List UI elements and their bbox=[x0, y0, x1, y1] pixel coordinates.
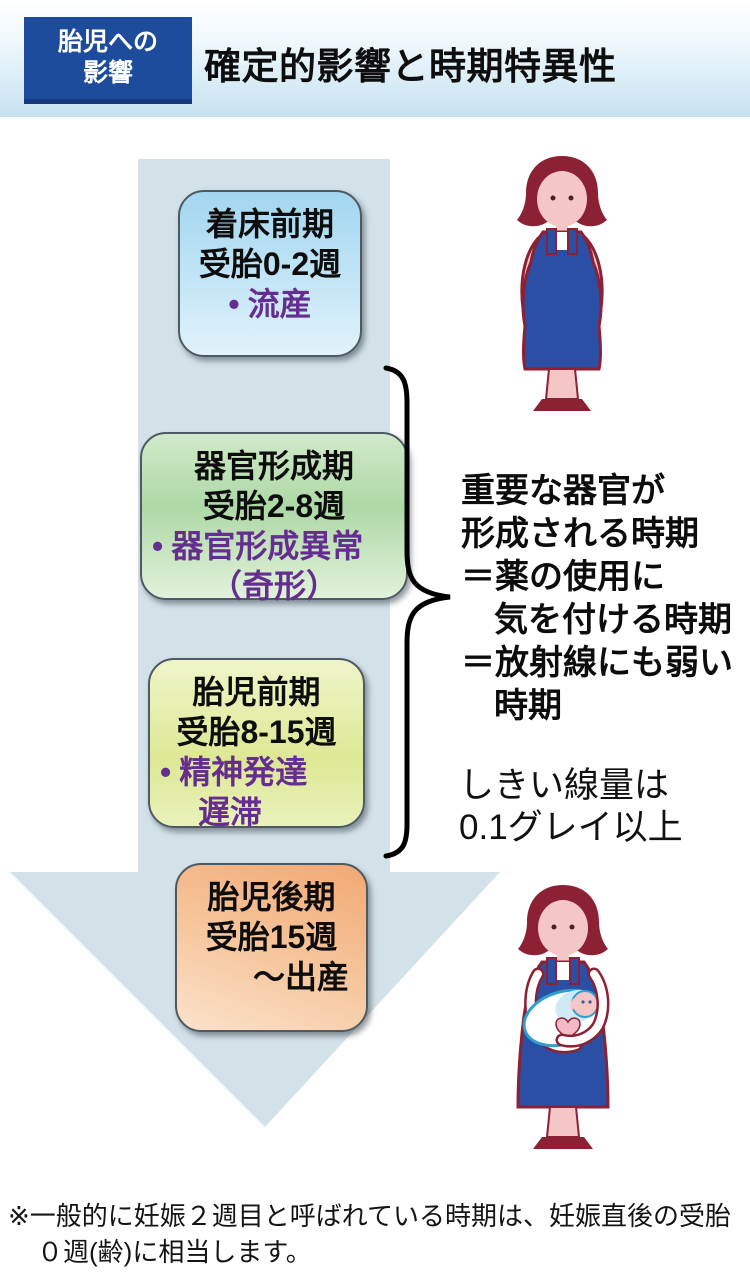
annotation-line: 時期 bbox=[494, 687, 562, 725]
baby-face bbox=[571, 990, 599, 1018]
page-title: 確定的影響と時期特異性 bbox=[204, 46, 617, 87]
fringe bbox=[540, 888, 586, 904]
threshold-dose-note: しきい線量は 0.1グレイ以上 bbox=[459, 766, 683, 847]
stage-effect-cont: （奇形） bbox=[209, 568, 338, 604]
eye bbox=[569, 924, 575, 930]
stage-name: 器官形成期 bbox=[193, 448, 354, 484]
eye bbox=[551, 924, 557, 930]
shoes bbox=[533, 399, 591, 411]
footnote-line1: ※一般的に妊娠２週目と呼ばれている時期は、妊娠直後の受胎 bbox=[8, 1201, 732, 1231]
strap bbox=[567, 228, 578, 255]
legs bbox=[545, 1106, 581, 1138]
stage-period-cont: ～出産 bbox=[253, 959, 350, 995]
annotation-line: ＝薬の使用に bbox=[461, 558, 665, 596]
baby-eye bbox=[581, 1000, 585, 1004]
stage-period: 受胎8-15週 bbox=[176, 714, 337, 750]
stage-period: 受胎2-8週 bbox=[202, 488, 346, 524]
strap bbox=[546, 957, 557, 985]
stage-name: 胎児前期 bbox=[192, 674, 321, 710]
strap bbox=[546, 228, 557, 255]
stage-box-organogenesis: 器官形成期 受胎2-8週 •器官形成異常 （奇形） bbox=[140, 432, 408, 604]
annotation-line: 重要な器官が bbox=[461, 472, 665, 510]
stage-effect: •精神発達 bbox=[160, 754, 308, 790]
baby-eye bbox=[588, 1000, 592, 1004]
annotation-block: 重要な器官が 形成される時期 ＝薬の使用に 気を付ける時期 ＝放射線にも弱い 時… bbox=[461, 470, 733, 728]
eye bbox=[550, 195, 556, 201]
header-category-line2: 影響 bbox=[82, 59, 133, 87]
dress bbox=[521, 230, 603, 371]
header-category-line1: 胎児への bbox=[57, 28, 158, 56]
annotation-line: ＝放射線にも弱い bbox=[461, 644, 733, 682]
stage-period: 受胎15週 bbox=[205, 919, 338, 955]
bullet-icon: • bbox=[228, 286, 240, 322]
stage-box-early-fetal: 胎児前期 受胎8-15週 •精神発達 遅滞 bbox=[148, 658, 365, 830]
eye bbox=[568, 195, 574, 201]
annotation-line: 気を付ける時期 bbox=[494, 601, 732, 639]
pregnant-woman-illustration bbox=[517, 156, 607, 411]
face bbox=[538, 900, 588, 956]
stage-period: 受胎0-2週 bbox=[198, 246, 342, 282]
footnote-line2: ０週(齢)に相当します。 bbox=[37, 1237, 312, 1267]
pregnant-woman bbox=[517, 156, 607, 411]
stage-name: 胎児後期 bbox=[207, 879, 336, 915]
baby-curl bbox=[570, 998, 576, 1011]
annotation-line: 形成される時期 bbox=[461, 515, 699, 553]
stage-effect-cont: 遅滞 bbox=[198, 794, 263, 830]
strap bbox=[569, 957, 580, 985]
legs bbox=[544, 368, 580, 400]
bullet-icon: • bbox=[152, 528, 164, 564]
mother-holding-baby-illustration bbox=[516, 885, 610, 1149]
stage-effect: •器官形成異常 bbox=[152, 528, 364, 564]
footnote: ※一般的に妊娠２週目と呼ばれている時期は、妊娠直後の受胎 ０週(齢)に相当します… bbox=[8, 1198, 731, 1270]
mother-with-baby bbox=[516, 885, 610, 1149]
stage-name: 着床前期 bbox=[205, 206, 334, 242]
fringe bbox=[539, 159, 585, 175]
neck bbox=[557, 951, 569, 961]
face bbox=[537, 171, 587, 227]
stage-box-late-fetal: 胎児後期 受胎15週 ～出産 bbox=[175, 863, 368, 1032]
shoes bbox=[533, 1137, 593, 1149]
sleeve bbox=[558, 970, 607, 1046]
header-category-label: 胎児への 影響 bbox=[24, 17, 192, 104]
stage-effect: •流産 bbox=[228, 286, 312, 322]
stage-box-implantation: 着床前期 受胎0-2週 •流産 bbox=[178, 190, 362, 357]
bullet-icon: • bbox=[160, 754, 172, 790]
neck bbox=[556, 222, 568, 232]
